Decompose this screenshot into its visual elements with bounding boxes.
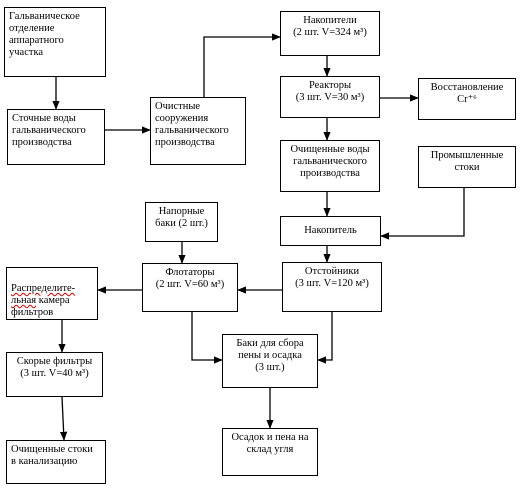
node-reactors: Реакторы (3 шт. V=30 м³) — [280, 76, 380, 118]
arrow-treatment-to-storage-top — [203, 33, 281, 97]
arrow-filters-to-sewer — [59, 396, 68, 441]
node-pressure-tanks: Напорные баки (2 шт.) — [145, 202, 218, 242]
node-industrial-effluent: Промышленные стоки — [418, 146, 516, 188]
node-chromium-recovery: Восстановление Cr⁺⁶ — [418, 78, 516, 120]
node-foam-sludge-tanks: Баки для сбора пены и осадка (3 шт.) — [222, 334, 318, 388]
node-foam-to-coal-storage: Осадок и пена на склад угля — [222, 428, 318, 476]
node-filter-distribution-chamber: Распределите- льная камера фильтров — [6, 267, 98, 320]
arrow-settlers-to-foam — [317, 312, 333, 364]
distributor-label-rest: камера фильтров — [11, 295, 70, 318]
node-rapid-filters: Скорые фильтры (3 шт. V=40 м³) — [6, 352, 103, 397]
node-storage-tanks-top: Накопители (2 шт. V=324 м³) — [280, 11, 380, 56]
node-treated-effluent-to-sewer: Очищенные стоки в канализацию — [6, 440, 106, 484]
node-cleaned-galvanic-water: Очищенные воды гальванического производс… — [280, 140, 380, 192]
arrow-flotators-to-foam — [191, 312, 223, 364]
node-treatment-facilities: Очистные сооружения гальванического прои… — [150, 97, 246, 165]
distributor-label-prefix: Распределите- льная — [11, 283, 76, 306]
node-storage-tank: Накопитель — [280, 216, 381, 246]
node-settlers: Отстойники (3 шт. V=120 м³) — [282, 262, 382, 312]
node-galvanic-wastewater: Сточные воды гальванического производств… — [7, 109, 105, 165]
node-galvanic-department: Гальваническое отделение аппаратного уча… — [4, 7, 106, 77]
arrow-industrial-to-storage — [380, 188, 465, 240]
node-flotators: Флотаторы (2 шт. V=60 м³) — [142, 263, 238, 312]
